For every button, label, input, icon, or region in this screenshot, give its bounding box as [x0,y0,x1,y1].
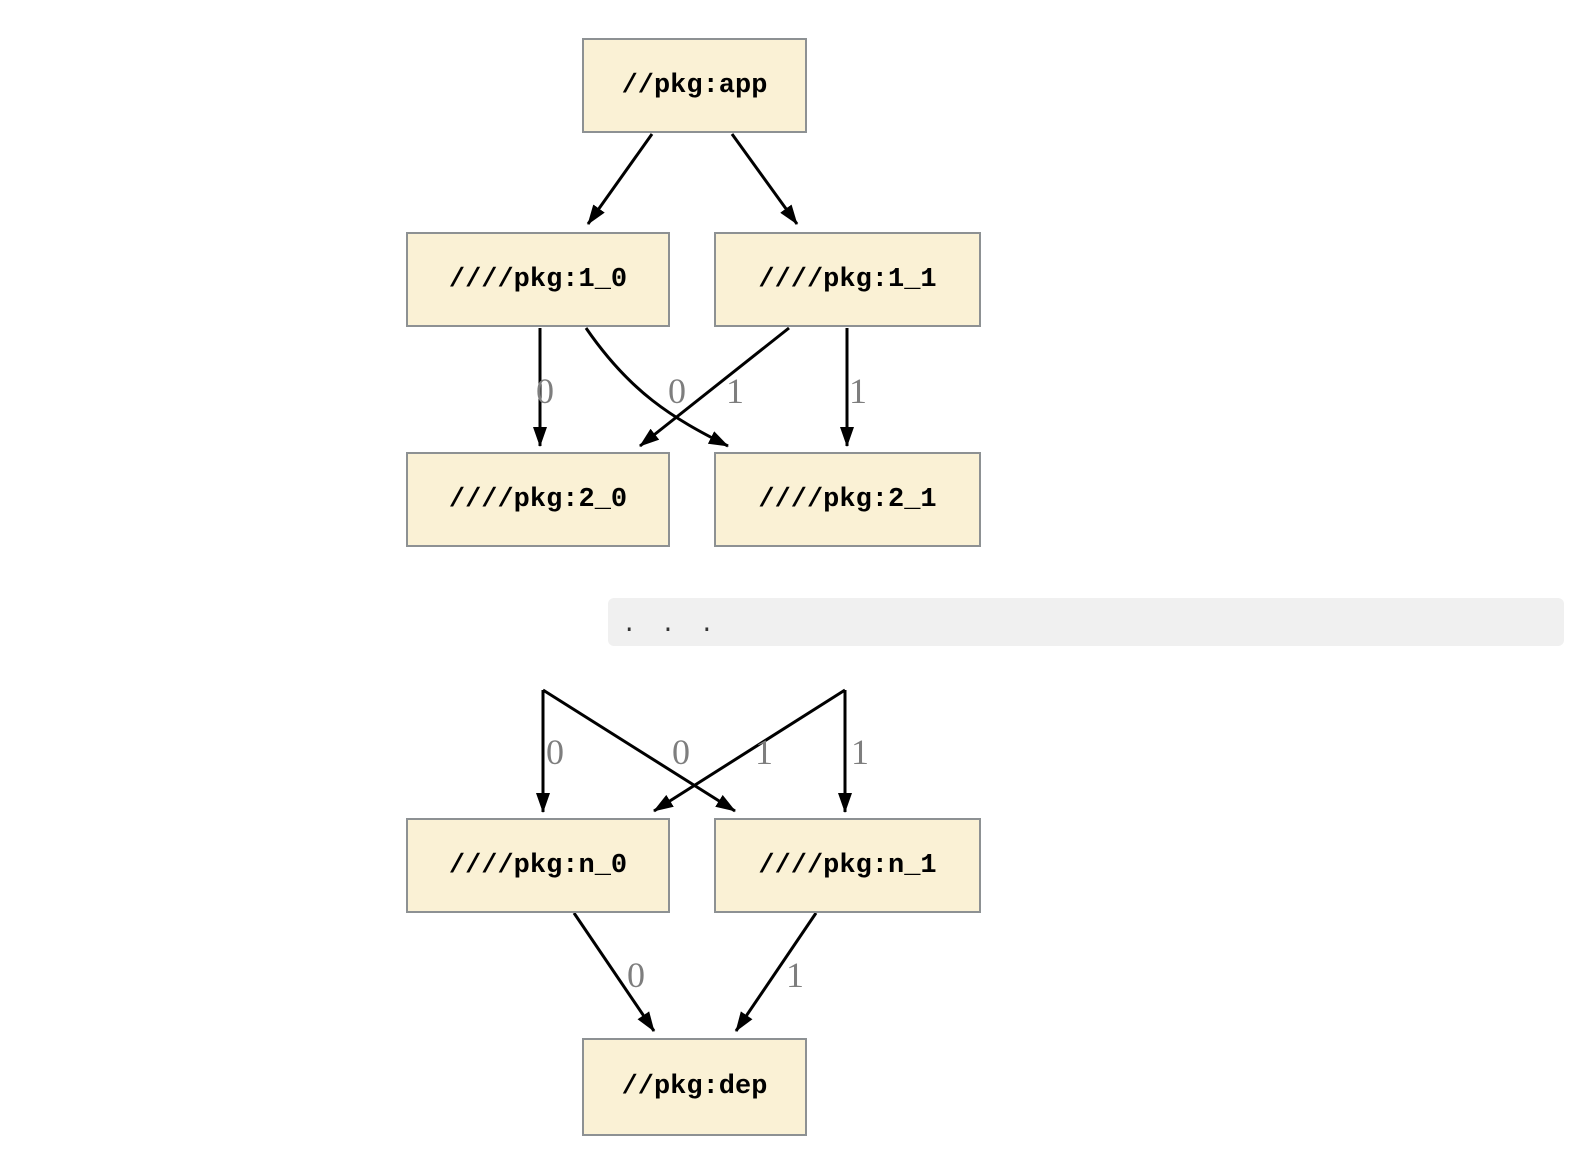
edge-label-elided1-n_1: 1 [851,732,869,772]
edge-elided0-to-n_1 [542,688,736,813]
edge-label-elided1-n_0: 1 [755,732,773,772]
ellipsis-text: . . . [622,612,720,639]
edge-n_0-to-dep [572,912,656,1032]
node-pkg-2_0: ////pkg:2_0 [406,452,670,547]
edge-label-elided0-n_1: 0 [672,732,690,772]
edge-label-elided0-n_0: 0 [546,732,564,772]
edge-label-1_1-2_1: 1 [849,371,867,411]
node-pkg-n_0: ////pkg:n_0 [406,818,670,913]
node-pkg-1_1: ////pkg:1_1 [714,232,981,327]
edge-1_1-to-2_0 [639,326,790,448]
node-pkg-2_1: ////pkg:2_1 [714,452,981,547]
edge-label-1_0-2_0: 0 [536,371,554,411]
node-pkg-1_0: ////pkg:1_0 [406,232,670,327]
edge-app-to-1_1 [730,133,799,225]
edge-app-to-1_0 [586,133,654,225]
node-pkg-dep: //pkg:dep [582,1038,807,1136]
edge-label-n_1-dep: 1 [786,955,804,995]
edge-n_1-to-dep [734,912,818,1032]
edge-elided1-to-n_0 [653,688,846,813]
edge-1_0-to-2_1 [584,327,729,448]
edge-label-1_0-2_1: 0 [668,371,686,411]
ellipsis-band: . . . [608,598,1564,646]
node-pkg-n_1: ////pkg:n_1 [714,818,981,913]
node-pkg-app: //pkg:app [582,38,807,133]
edge-label-1_1-2_0: 1 [726,371,744,411]
edge-label-n_0-dep: 0 [627,955,645,995]
